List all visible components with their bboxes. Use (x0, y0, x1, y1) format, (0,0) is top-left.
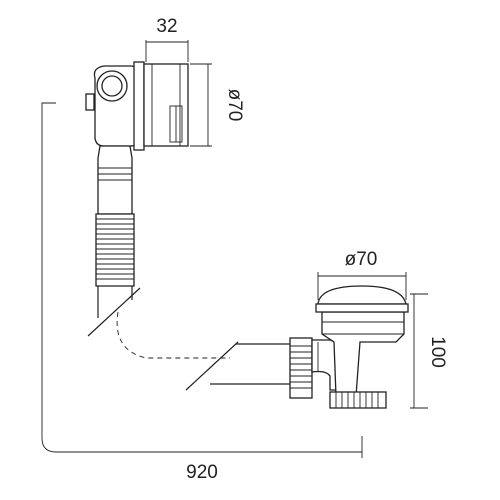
waste-horizontal-pipe (185, 341, 292, 391)
dimension-waste-diameter: ø70 (317, 249, 407, 300)
dimension-label-waste-height: 100 (427, 336, 448, 368)
dimension-label-total-length: 920 (186, 462, 218, 483)
overflow-hose (87, 145, 141, 337)
waste-assembly (289, 285, 409, 409)
dimension-overflow-diameter: ø70 (190, 63, 245, 147)
hidden-connection (116, 311, 230, 359)
dimension-total-length: 920 (41, 102, 363, 483)
overflow-assembly (85, 61, 189, 151)
dimension-label-overflow-diameter: ø70 (224, 89, 245, 122)
dimension-waste-height: 100 (410, 293, 448, 409)
dimension-label-waste-diameter: ø70 (345, 249, 378, 270)
dimension-label-overflow-width: 32 (156, 16, 177, 37)
dimension-overflow-width: 32 (145, 16, 189, 62)
